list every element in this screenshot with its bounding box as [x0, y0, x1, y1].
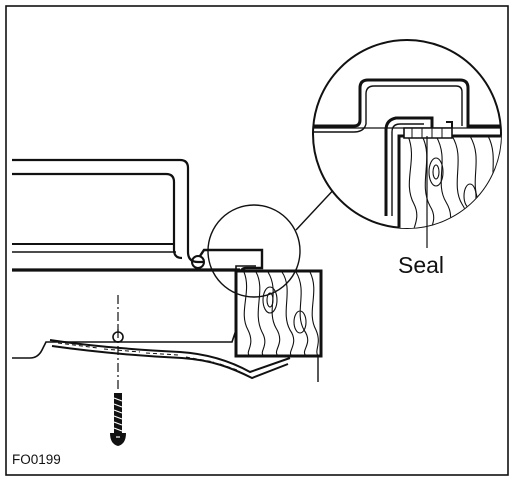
sink-rim [12, 158, 264, 273]
figure-code: FO0199 [12, 452, 61, 467]
detail-indicator [207, 184, 339, 298]
wood-block [234, 269, 323, 382]
magnified-detail [312, 39, 502, 229]
clamp-bracket [12, 272, 291, 380]
seal-label: Seal [398, 252, 445, 278]
screw [110, 295, 126, 446]
figure-border [5, 5, 509, 476]
